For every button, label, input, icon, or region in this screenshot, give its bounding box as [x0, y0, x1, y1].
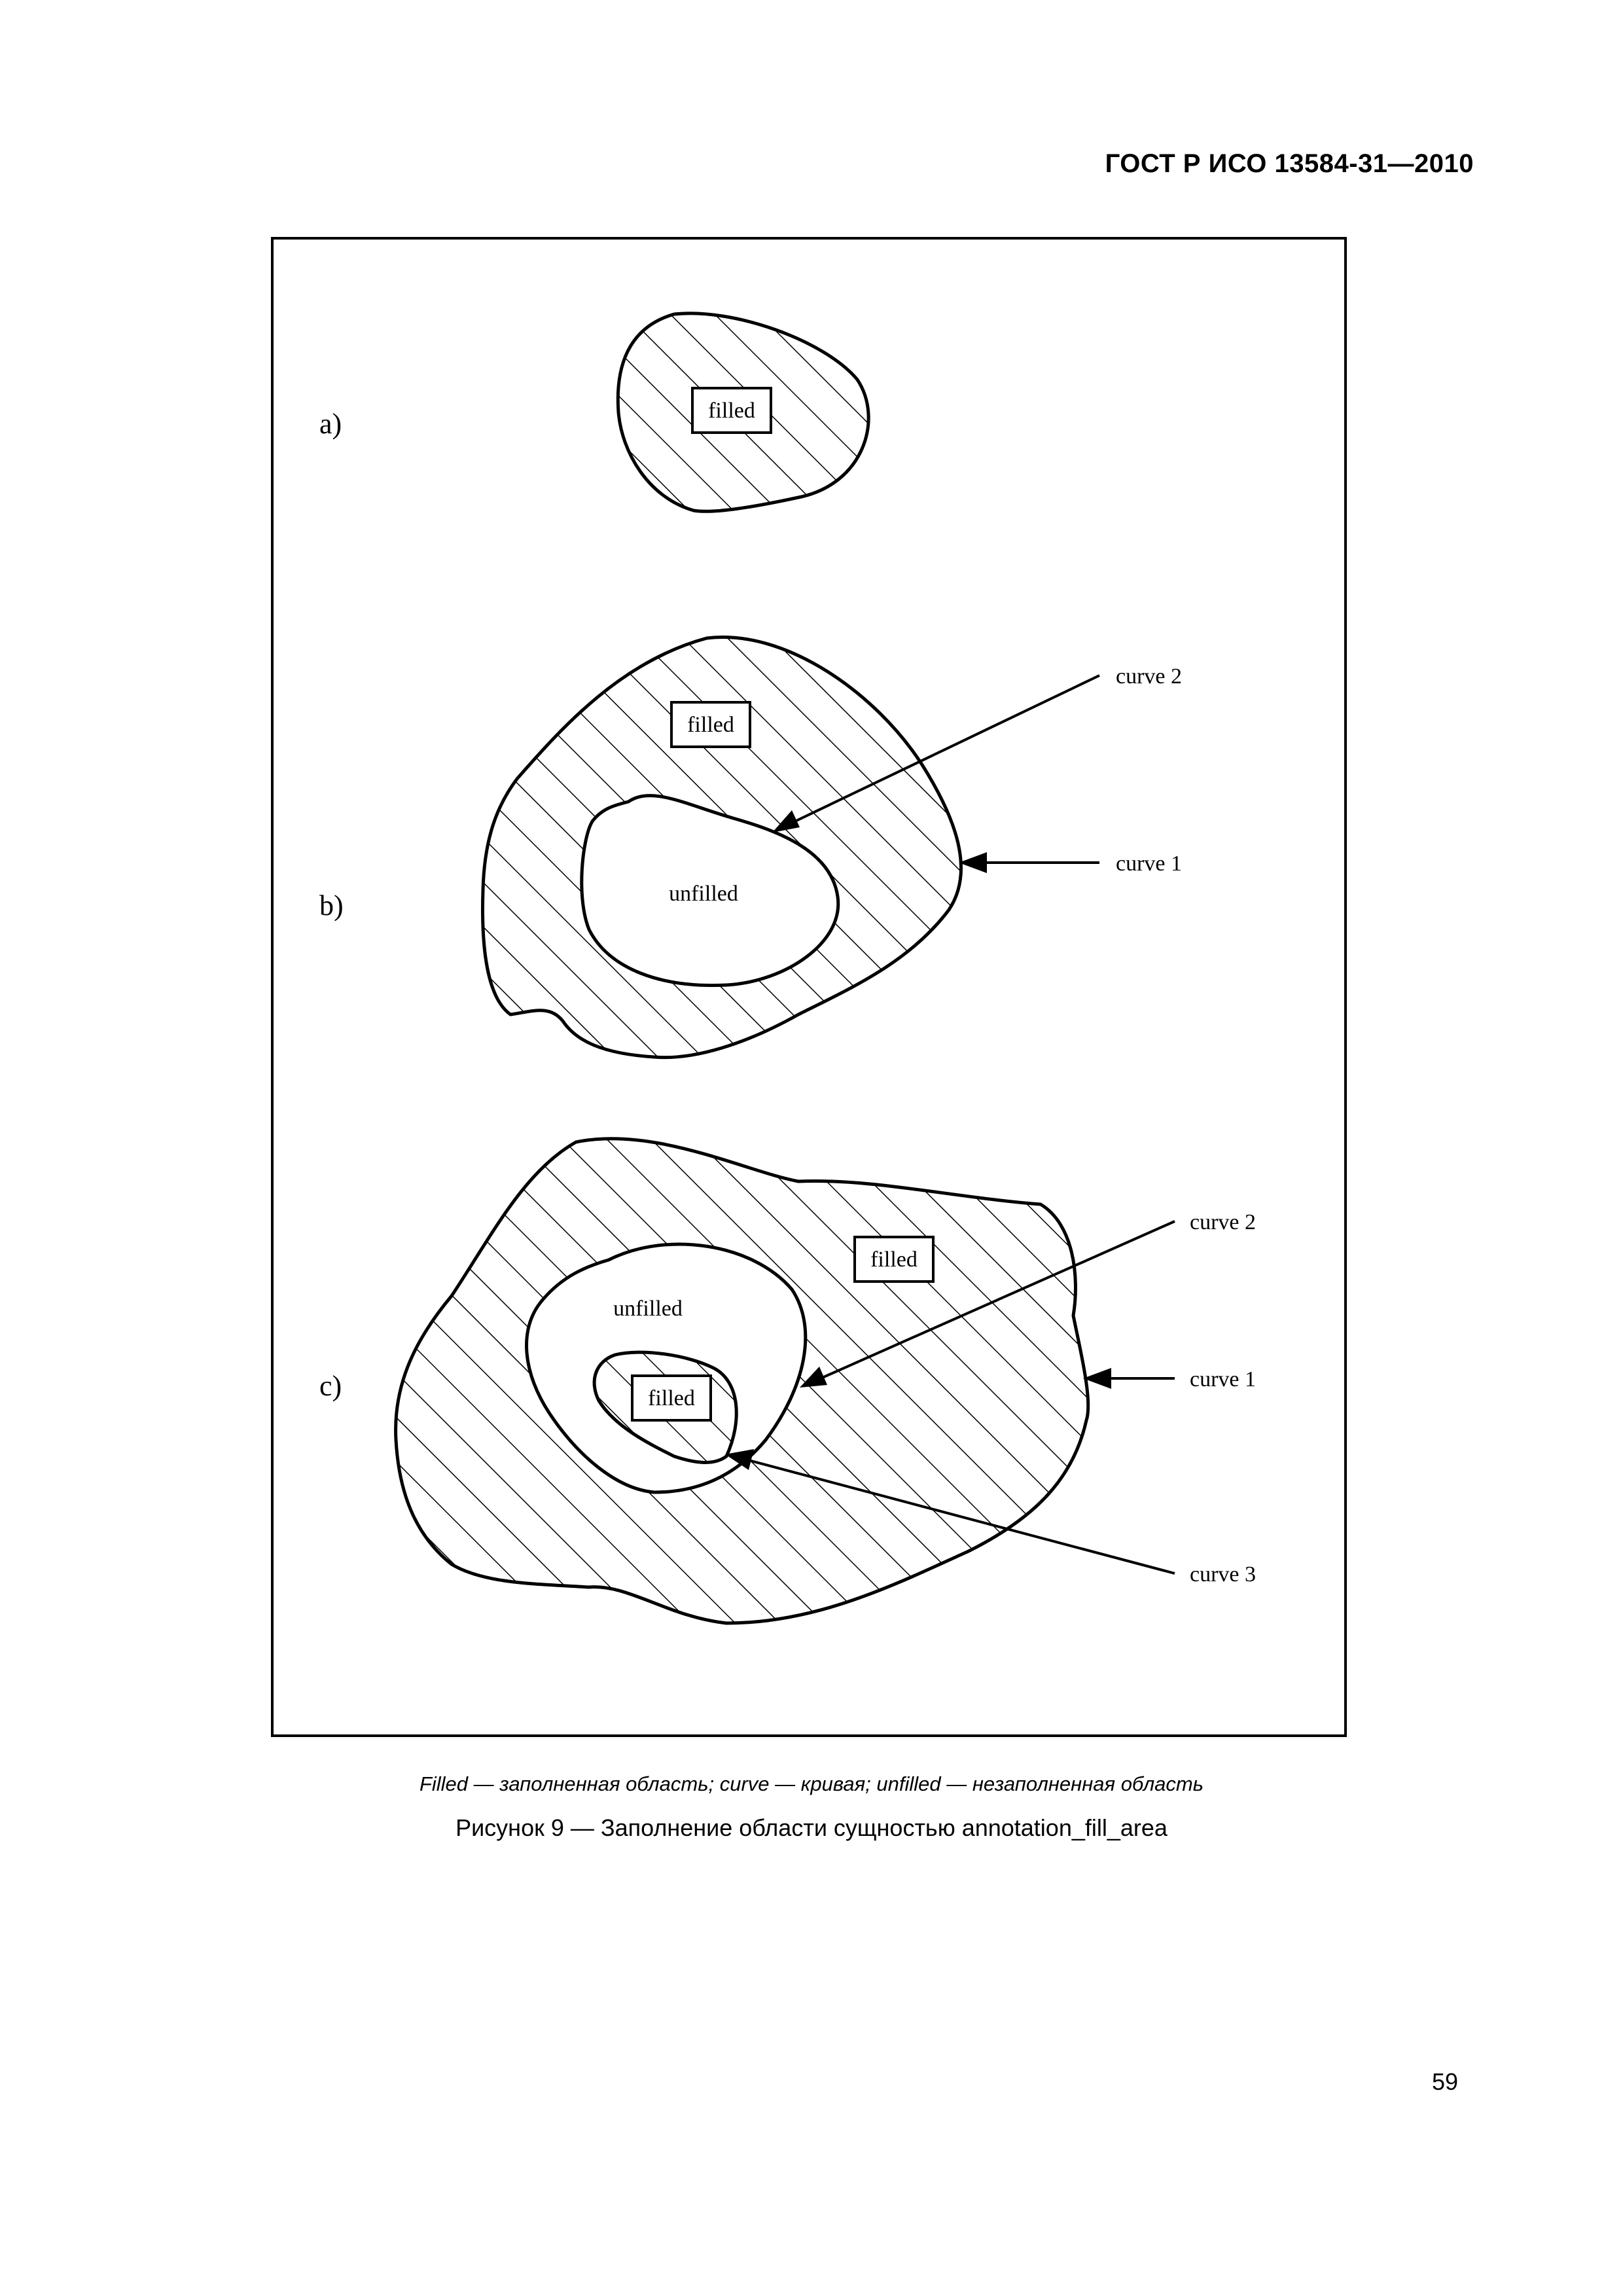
panel-a-filled-label-box — [691, 387, 772, 434]
standard-code-header: ГОСТ Р ИСО 13584-31—2010 — [1105, 149, 1474, 178]
panel-c: filled unfilled filled c) curve 2 curve … — [319, 1137, 1256, 1625]
panel-a-filled-label: filled — [708, 399, 755, 423]
panel-c-curve-1-arrowhead — [1083, 1368, 1111, 1389]
panel-c-curve-3-leader — [745, 1458, 1175, 1575]
panel-c-curve-1-and-2 — [394, 1137, 1090, 1625]
panel-b-curve-1-arrowhead — [959, 852, 987, 873]
panel-b: filled unfilled b) curve 2 curve 1 — [319, 636, 1182, 1060]
panel-b-label: b) — [319, 889, 344, 922]
figure-frame — [271, 237, 1347, 1737]
panel-c-curve-1-label: curve 1 — [1190, 1367, 1256, 1391]
panel-b-curve-2-label: curve 2 — [1116, 664, 1182, 689]
panel-b-curve-2-arrowhead — [772, 810, 800, 833]
panel-b-filled-label-box — [670, 701, 751, 748]
panel-c-curve-2-leader — [814, 1220, 1175, 1382]
panel-c-curve-3-arrowhead — [725, 1449, 754, 1470]
panel-b-unfilled-label: unfilled — [669, 882, 738, 906]
panel-c-outer-filled-label: filled — [870, 1247, 918, 1272]
page-number: 59 — [1431, 2068, 1458, 2095]
panel-c-curve-2-label: curve 2 — [1190, 1210, 1256, 1234]
panel-c-curve-2-arrowhead — [800, 1367, 827, 1388]
panel-c-unfilled-label: unfilled — [613, 1297, 683, 1321]
panel-c-curve-3-label: curve 3 — [1190, 1562, 1256, 1587]
figure-caption: Рисунок 9 — Заполнение области сущностью… — [455, 1814, 1168, 1841]
panel-c-inner-filled-label: filled — [648, 1386, 695, 1410]
panel-c-inner-filled-label-box — [631, 1374, 712, 1422]
panel-c-outer-filled-label-box — [853, 1236, 935, 1283]
figure-legend-note: Filled — заполненная область; curve — кр… — [419, 1772, 1204, 1795]
panel-a-label: a) — [319, 408, 342, 440]
panel-b-curve-2-leader — [785, 674, 1100, 827]
panel-a: filled a) — [319, 312, 870, 513]
panel-c-label: c) — [319, 1370, 342, 1402]
panel-b-curve-1-label: curve 1 — [1116, 852, 1182, 876]
panel-b-curve-1 — [481, 636, 963, 1060]
panel-b-filled-label: filled — [687, 713, 734, 737]
